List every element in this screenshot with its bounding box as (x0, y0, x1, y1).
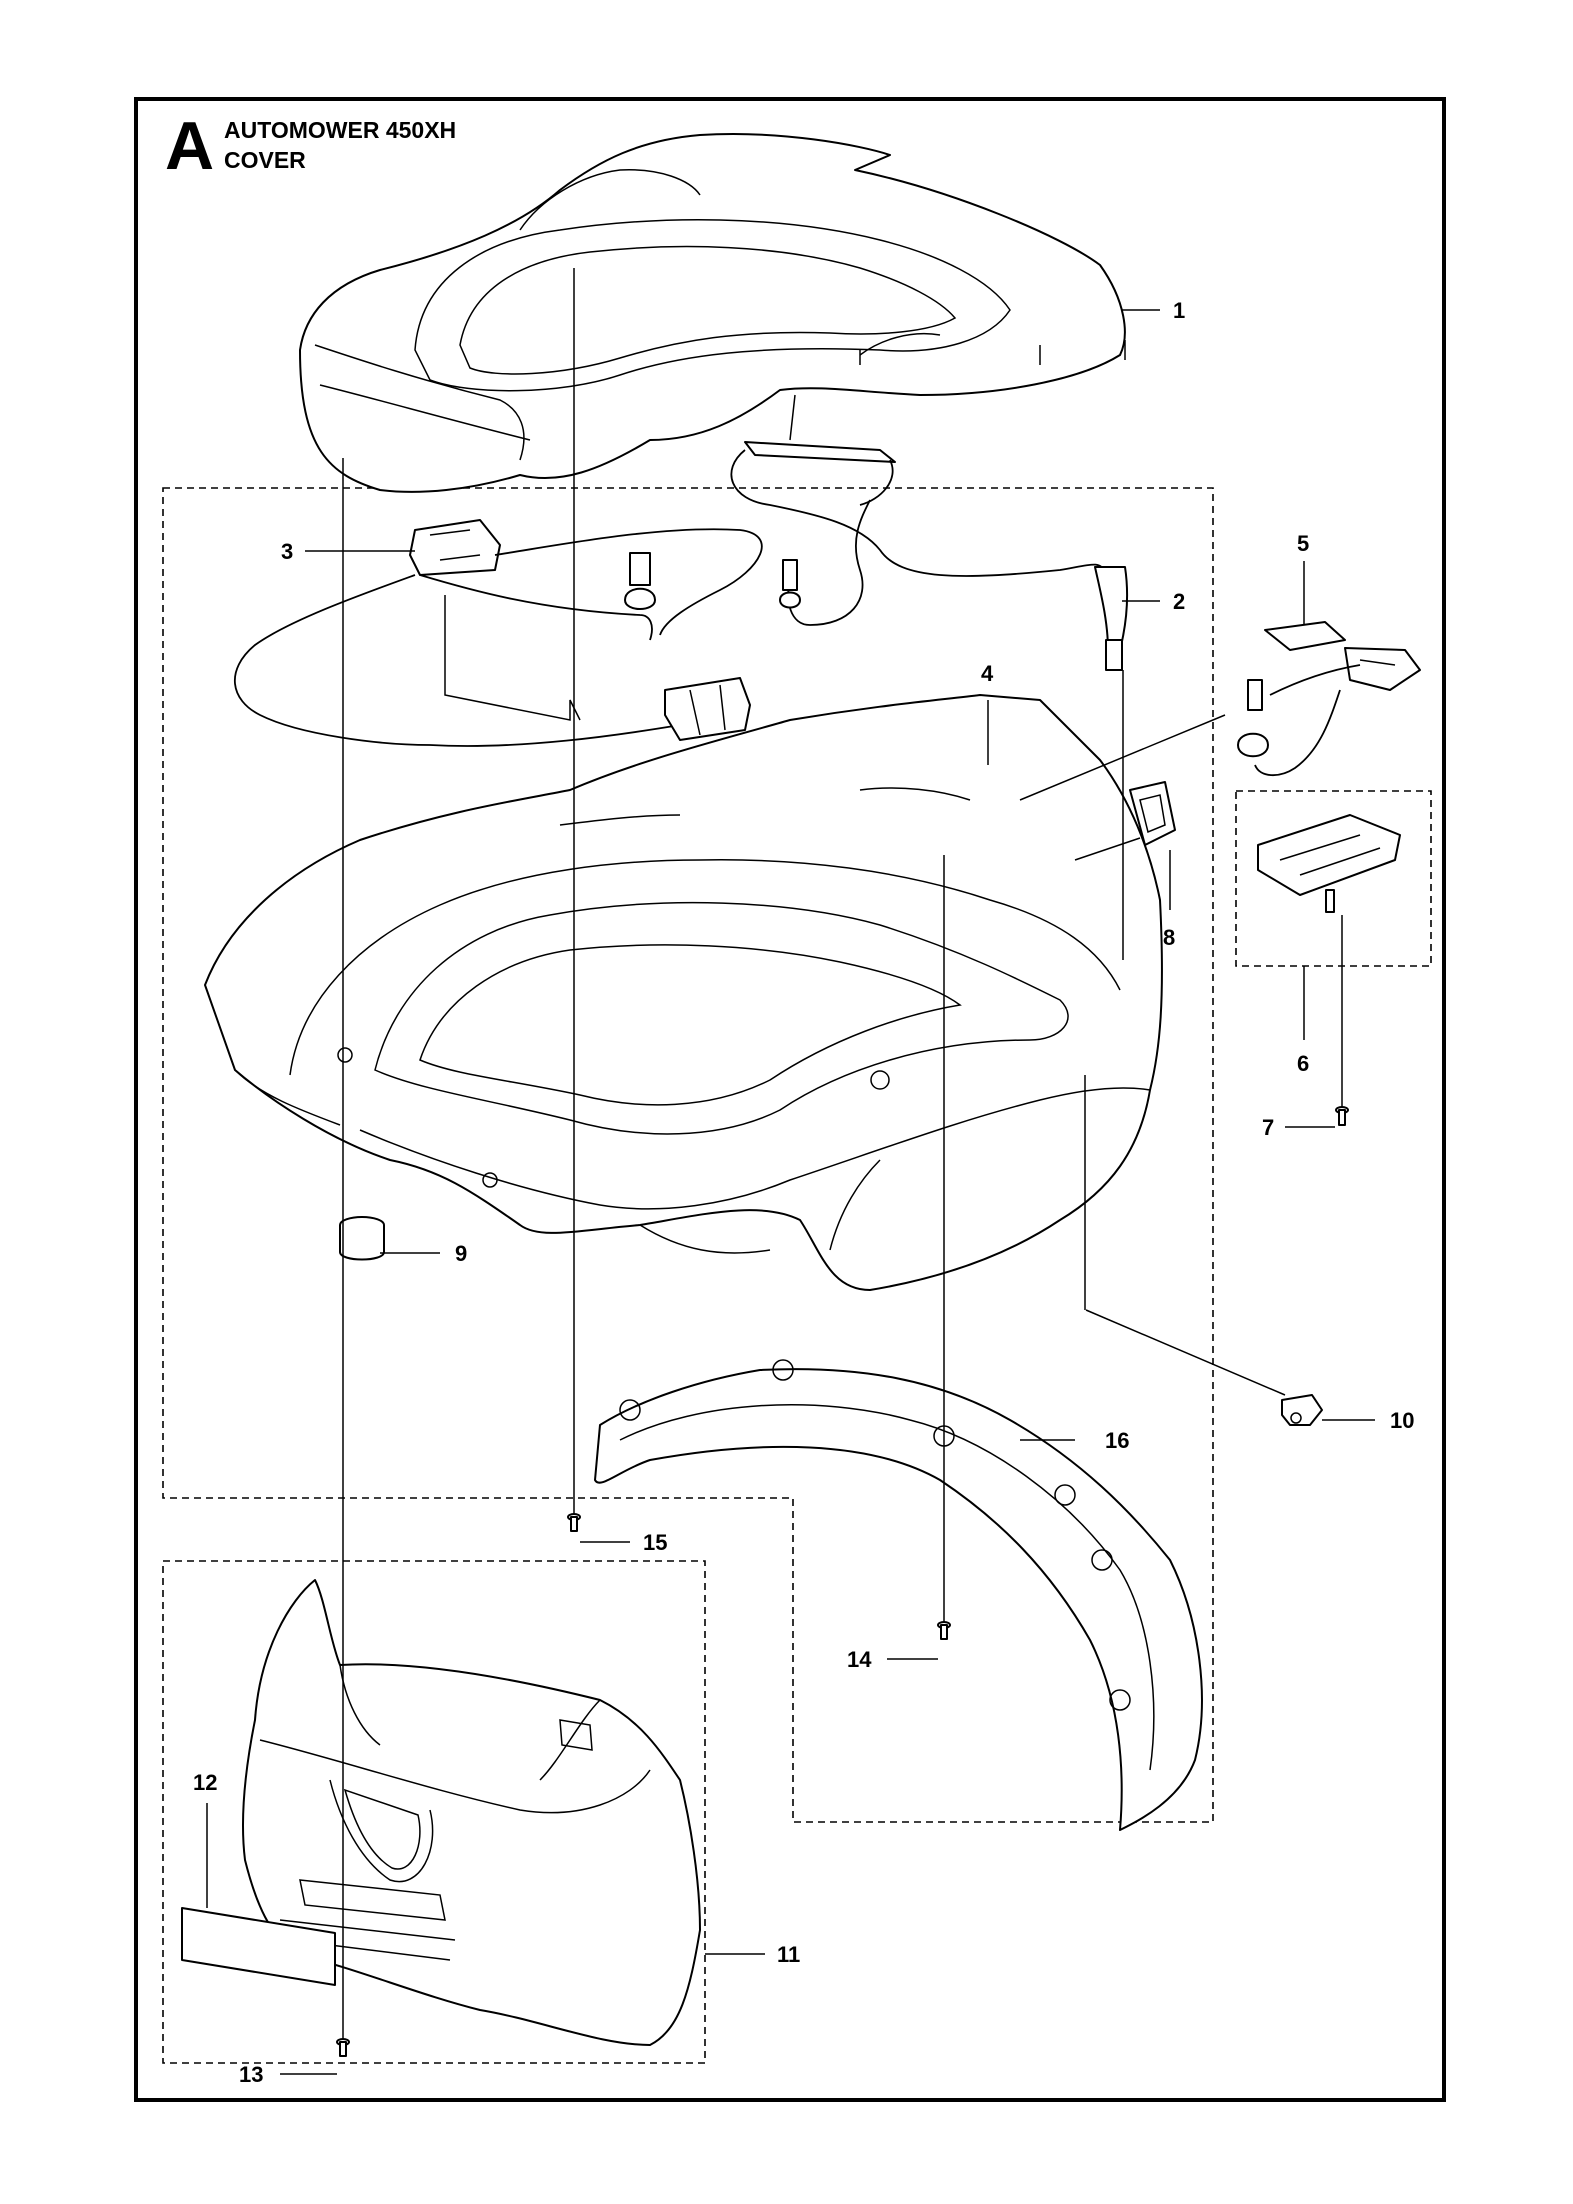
callout-8: 8 (1163, 925, 1175, 950)
diagram-title: AUTOMOWER 450XH COVER (224, 115, 456, 175)
title-subtitle: COVER (224, 147, 306, 173)
part-clip-10 (1281, 1394, 1323, 1426)
part-badge-8 (1129, 781, 1176, 846)
callout-13: 13 (239, 2062, 263, 2087)
part-rear-skirt-16 (594, 1359, 1203, 1831)
callout-12: 12 (193, 1770, 217, 1795)
part-screw-13 (336, 2038, 350, 2057)
callout-14: 14 (847, 1647, 872, 1672)
part-cable-harness-sensor (730, 441, 1129, 671)
callout-16: 16 (1105, 1428, 1129, 1453)
part-hatch-bracket (1257, 814, 1401, 913)
callout-15: 15 (643, 1530, 667, 1555)
callout-1: 1 (1173, 298, 1185, 323)
assembly-guide-lines (342, 268, 1343, 2040)
callout-11: 11 (777, 1942, 800, 1967)
part-plug-9 (339, 1216, 385, 1261)
diagram-frame (134, 97, 1446, 2102)
group-box-front-bumper (162, 1560, 706, 2064)
part-chassis-body (204, 694, 1163, 1291)
part-hatch-latch (1237, 621, 1421, 777)
title-model: AUTOMOWER 450XH (224, 117, 457, 143)
section-letter: A (165, 108, 215, 184)
callout-labels: 1 2 3 4 5 6 7 8 9 10 11 12 13 14 15 16 (193, 298, 1414, 2087)
callout-2: 2 (1173, 589, 1185, 614)
group-box-hatch-bracket (1235, 790, 1432, 967)
callout-6: 6 (1297, 1051, 1309, 1076)
callout-4: 4 (981, 661, 994, 686)
part-strip-12 (181, 1907, 336, 1986)
part-top-cover (299, 133, 1126, 493)
part-screw-7 (1335, 1106, 1349, 1126)
part-screw-14 (937, 1621, 951, 1640)
callout-5: 5 (1297, 531, 1309, 556)
callout-9: 9 (455, 1241, 467, 1266)
callout-3: 3 (281, 539, 293, 564)
callout-10: 10 (1390, 1408, 1414, 1433)
group-box-body (162, 487, 1214, 1823)
callout-leaders (206, 309, 1375, 2075)
part-screw-15 (567, 1513, 581, 1532)
part-charging-cable (233, 519, 763, 747)
callout-7: 7 (1262, 1115, 1274, 1140)
